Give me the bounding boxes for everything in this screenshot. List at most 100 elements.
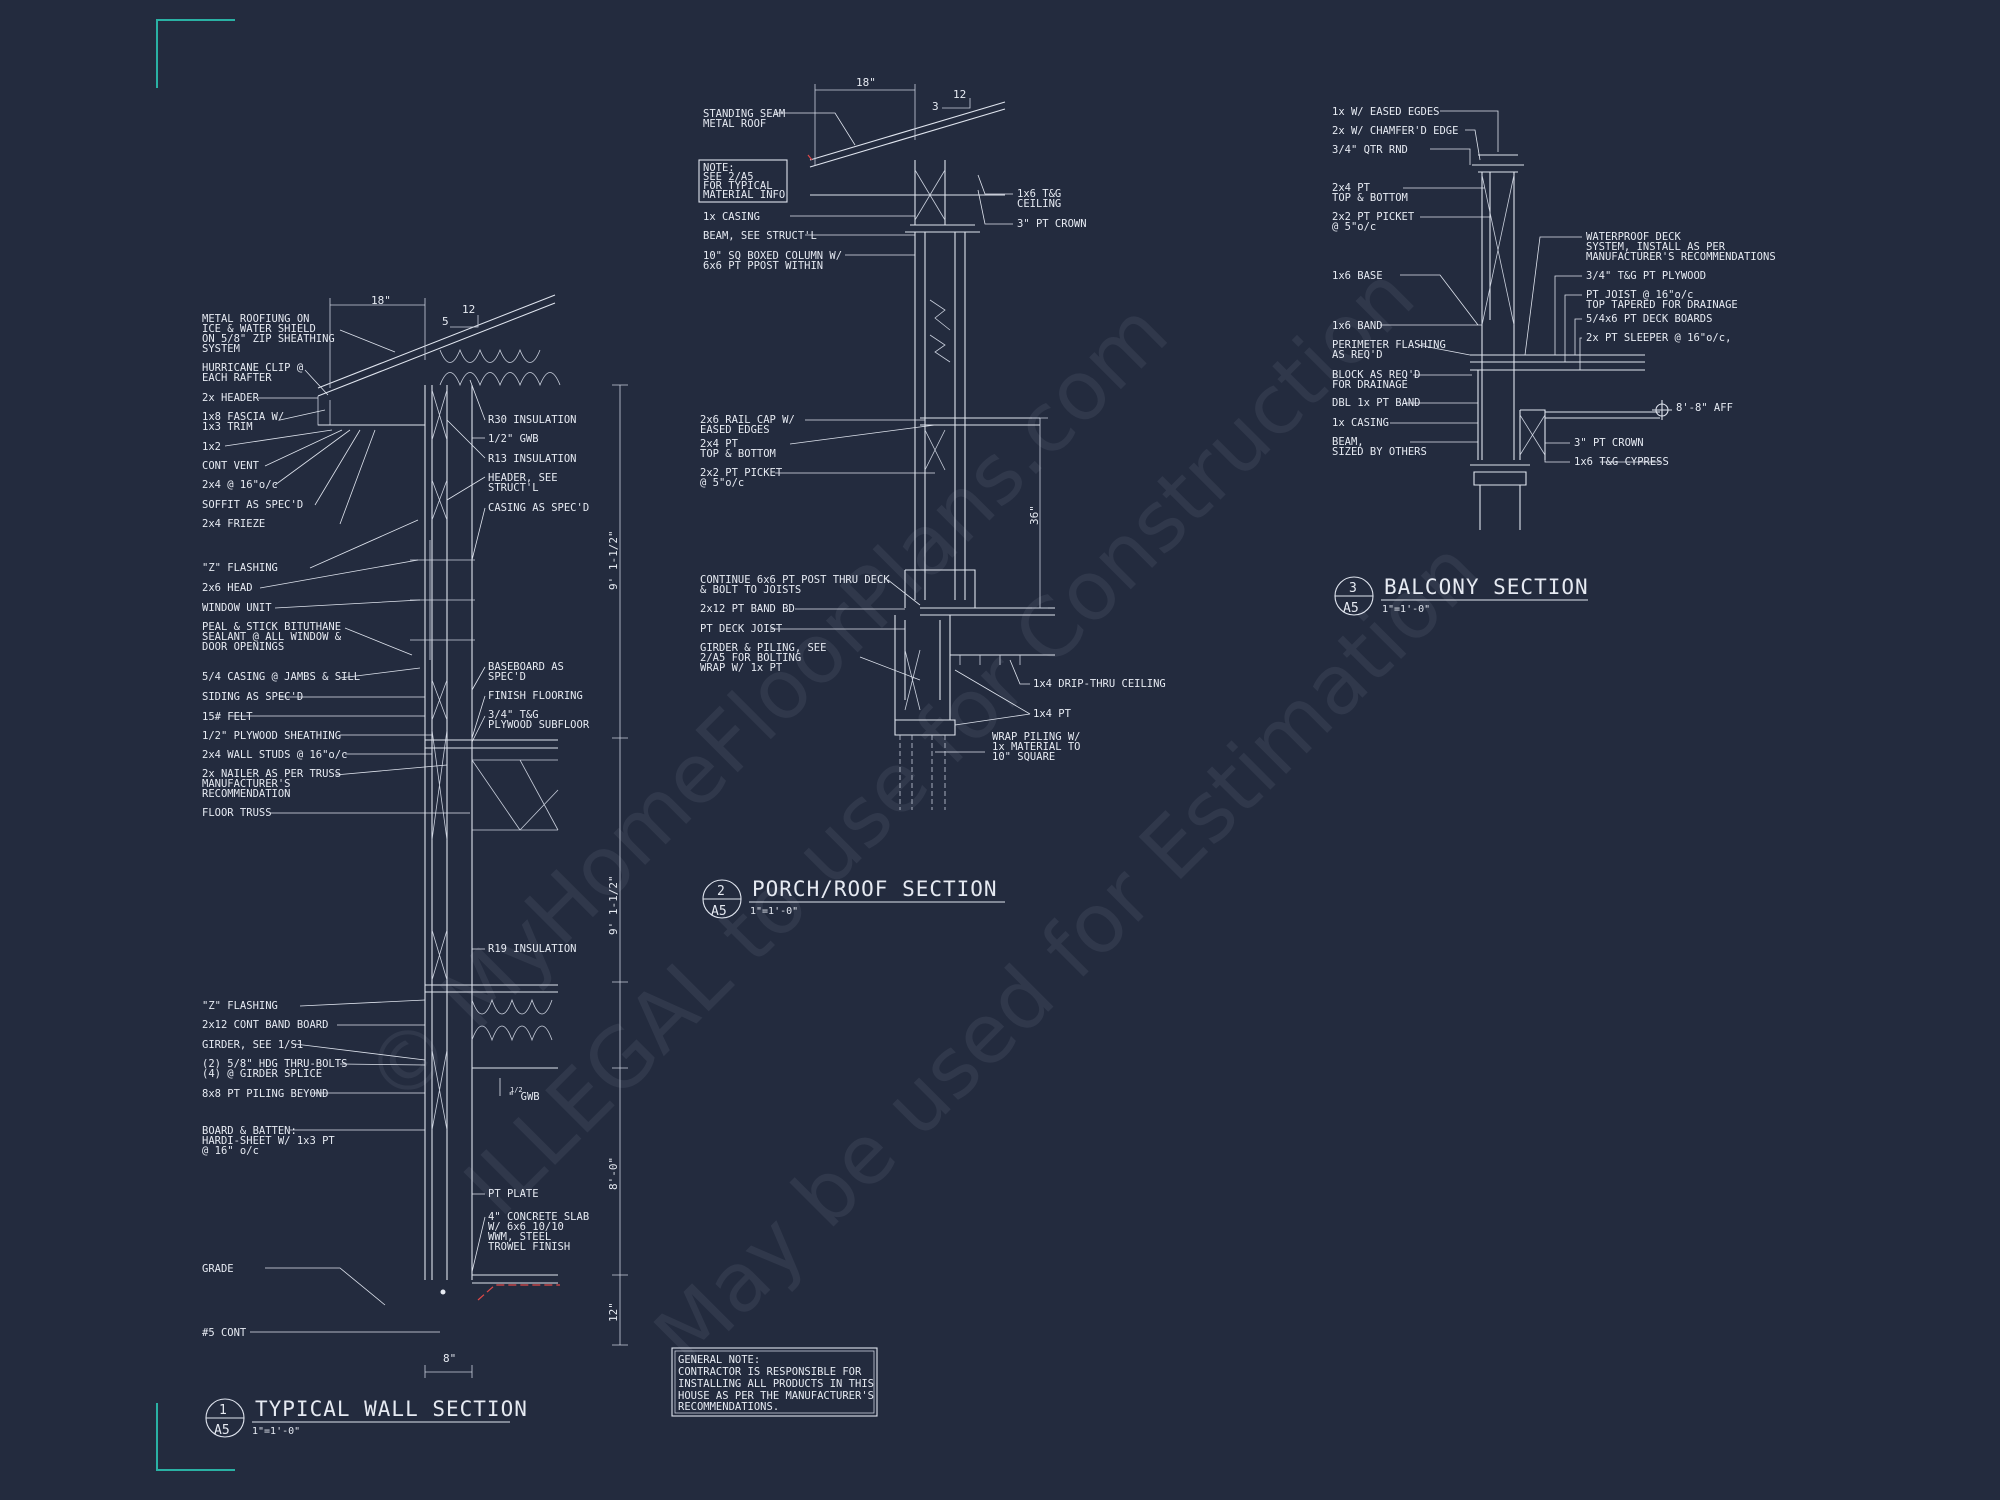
label-boxed-column-1: 10" SQ BOXED COLUMN W/ — [703, 250, 842, 262]
balcony-leaders — [1380, 110, 1660, 463]
porch-girder-block — [904, 649, 921, 711]
label-r13: R13 INSULATION — [488, 453, 577, 465]
balcony-section-sheet: A5 — [1343, 601, 1359, 616]
balcony-column — [1479, 485, 1521, 530]
label-deck-boards: 5/4x6 PT DECK BOARDS — [1586, 313, 1712, 325]
label-perimeter-flashing-1: PERIMETER FLASHING — [1332, 339, 1446, 351]
label-block-drainage-2: FOR DRAINAGE — [1332, 379, 1408, 391]
label-sleeper: 2x PT SLEEPER @ 16"o/c, — [1586, 332, 1731, 344]
label-porch-picket-1: 2x2 PT PICKET — [700, 467, 783, 479]
label-drip-ceiling: 1x4 DRIP-THRU CEILING — [1033, 678, 1166, 690]
label-slab-3: WWM, STEEL — [488, 1231, 551, 1243]
porch-labels: STANDING SEAM METAL ROOF NOTE: SEE 2/A5 … — [698, 108, 1166, 763]
label-slab-4: TROWEL FINISH — [488, 1241, 570, 1253]
wall-section-sheet: A5 — [214, 1423, 230, 1438]
balcony-section-title: BALCONY SECTION — [1384, 575, 1589, 599]
label-2x-header: 2x HEADER — [202, 392, 260, 404]
porch-section-sheet: A5 — [711, 904, 727, 919]
balcony-beam-block — [1519, 414, 1546, 456]
wall-dim-h4: 12" — [607, 1302, 620, 1322]
porch-section-title: PORCH/ROOF SECTION — [752, 877, 998, 901]
balcony-labels: 1x W/ EASED EGDES 2x W/ CHAMFER'D EDGE 3… — [1332, 106, 1776, 468]
balcony-ceiling — [1545, 411, 1660, 419]
general-note-line-5: RECOMMENDATIONS. — [678, 1401, 779, 1413]
wall-left-labels: METAL ROOFIUNG ON ICE & WATER SHIELD ON … — [202, 313, 360, 1339]
floor-subfloor — [425, 739, 558, 749]
label-board-batten-2: HARDI-SHEET W/ 1x3 PT — [202, 1135, 335, 1147]
wall-right-leaders — [446, 379, 501, 1273]
label-bituthane-2: SEALANT @ ALL WINDOW & — [202, 631, 342, 643]
label-header-struct-2: STRUCT'L — [488, 482, 539, 494]
wall-pitch-run: 12 — [462, 303, 475, 316]
porch-note-box — [698, 159, 788, 203]
porch-ceiling-beam — [810, 160, 1005, 225]
label-porch-crown: 3" PT CROWN — [1017, 218, 1087, 230]
label-balcony-picket-1: 2x2 PT PICKET — [1332, 211, 1415, 223]
grade-line-red — [477, 1284, 560, 1301]
label-rail-cap-1: 2x6 RAIL CAP W/ — [700, 414, 795, 426]
label-tg-ceiling-1: 1x6 T&G — [1017, 188, 1061, 200]
label-nailer-3: RECOMMENDATION — [202, 788, 291, 800]
label-piling-beyond: 8x8 PT PILING BEYOND — [202, 1088, 328, 1100]
label-1x6-base: 1x6 BASE — [1332, 270, 1383, 282]
corner-mark-bottom-left — [156, 1403, 235, 1471]
porch-pitch-rise: 3 — [932, 100, 939, 113]
label-2x4-16oc: 2x4 @ 16"o/c — [202, 479, 278, 491]
label-baseboard-2: SPEC'D — [488, 671, 526, 683]
porch-column-break — [929, 299, 951, 363]
label-eased-edges: 1x W/ EASED EGDES — [1332, 106, 1439, 118]
label-wrap-piling-1: WRAP PILING W/ — [992, 731, 1081, 743]
label-beam-others-2: SIZED BY OTHERS — [1332, 446, 1427, 458]
balcony-section-number: 3 — [1349, 581, 1357, 596]
balcony-section-scale: 1"=1'-0" — [1382, 604, 1430, 615]
label-nailer-2: MANUFACTURER'S — [202, 778, 291, 790]
label-subfloor-1: 3/4" T&G — [488, 709, 539, 721]
label-z-flashing-lower: "Z" FLASHING — [202, 1000, 278, 1012]
concrete-slab — [472, 1274, 558, 1284]
label-beam-others-1: BEAM, — [1332, 436, 1364, 448]
label-thru-bolts-1: (2) 5/8" HDG THRU-BOLTS — [202, 1058, 347, 1070]
typical-wall-section: 18" 12 5 9' 1-1/2" 9' 1-1/2" 8'-0" 12" 8… — [202, 294, 628, 1438]
porch-column — [914, 232, 966, 600]
label-r19: R19 INSULATION — [488, 943, 577, 955]
window-unit — [410, 540, 475, 660]
label-fascia-1: 1x8 FASCIA W/ — [202, 411, 284, 423]
label-cont-vent: CONT VENT — [202, 460, 260, 472]
label-porch-band: 2x12 PT BAND BD — [700, 603, 795, 615]
label-5-4-casing: 5/4 CASING @ JAMBS & SILL — [202, 671, 360, 683]
label-porch-note-4: MATERIAL INFO — [703, 189, 785, 201]
label-subfloor-2: PLYWOOD SUBFLOOR — [488, 719, 590, 731]
label-porch-2x4-2: TOP & BOTTOM — [700, 448, 776, 460]
balcony-elevation-cross — [1652, 400, 1672, 420]
balcony-crown — [1470, 464, 1530, 486]
label-balcony-crown: 3" PT CROWN — [1574, 437, 1644, 449]
label-window-unit: WINDOW UNIT — [202, 602, 272, 614]
r19-insulation-batts — [471, 998, 553, 1042]
label-metal-roofing-3: ON 5/8" ZIP SHEATHING — [202, 333, 335, 345]
porch-rail-block — [924, 429, 946, 471]
corner-mark-top-left — [156, 19, 235, 88]
label-wrap-piling-3: 10" SQUARE — [992, 751, 1055, 763]
balcony-section: 1x W/ EASED EGDES 2x W/ CHAMFER'D EDGE 3… — [1332, 106, 1776, 616]
porch-roof-section: 18" 12 3 36" STANDING SEAM METAL ROOF NO… — [698, 76, 1166, 919]
label-slab-1: 4" CONCRETE SLAB — [488, 1211, 589, 1223]
label-waterproof-2: SYSTEM, INSTALL AS PER — [1586, 241, 1726, 253]
porch-piling-cap — [894, 719, 956, 736]
general-note-line-2: CONTRACTOR IS RESPONSIBLE FOR — [678, 1366, 862, 1378]
label-pt-joist-1: PT JOIST @ 16"o/c — [1586, 289, 1693, 301]
label-plywood-sheathing: 1/2" PLYWOOD SHEATHING — [202, 730, 341, 742]
label-girder-piling-2: 2/A5 FOR BOLTING — [700, 652, 801, 664]
label-waterproof-1: WATERPROOF DECK — [1586, 231, 1682, 243]
porch-rail-dim-line — [1032, 417, 1048, 609]
wall-section-number: 1 — [219, 1403, 227, 1418]
label-hurricane-clip-2: EACH RAFTER — [202, 372, 272, 384]
roof-line — [317, 294, 556, 389]
label-metal-roofing-2: ICE & WATER SHIELD — [202, 323, 316, 335]
label-casing-spec: CASING AS SPEC'D — [488, 502, 589, 514]
label-pt-joist-2: TOP TAPERED FOR DRAINAGE — [1586, 299, 1738, 311]
label-porch-note-1: NOTE: — [703, 162, 735, 174]
label-gwb-lower-fraction: 1/2 — [510, 1086, 523, 1094]
general-note-outer-box — [671, 1347, 878, 1417]
wall-pitch-rise: 5 — [442, 315, 449, 328]
